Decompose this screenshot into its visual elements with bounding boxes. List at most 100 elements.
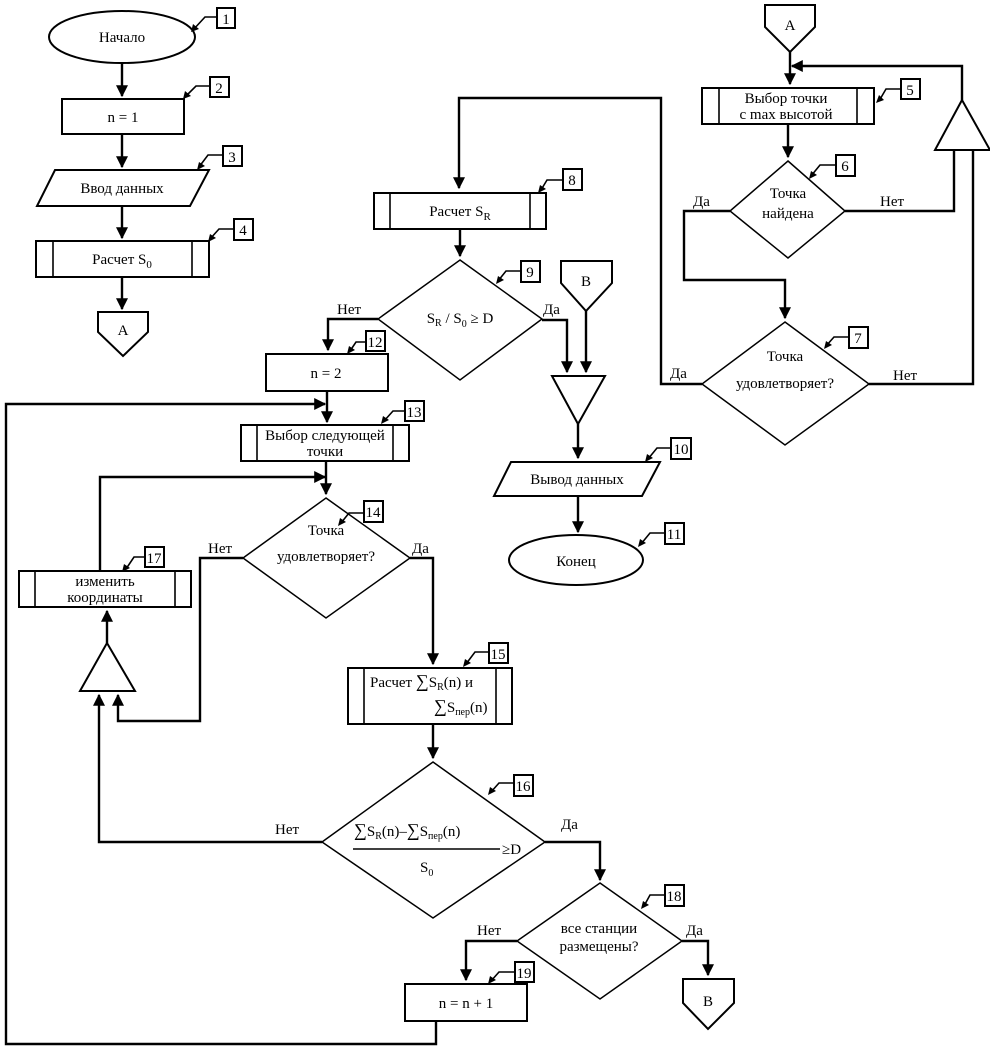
connector-7-yes <box>453 96 702 386</box>
block-12-process: n = 2 <box>265 353 389 392</box>
svg-text:12: 12 <box>368 335 383 351</box>
block-17-line-2: координаты <box>67 590 142 606</box>
block-18-line-1: все станции <box>561 921 637 937</box>
block-7-yes-label: Дa <box>670 366 687 382</box>
block-7-line-1: Точка <box>767 349 804 365</box>
block-number-3: 3 <box>197 145 243 170</box>
connector-18-yes <box>682 939 714 977</box>
block-15-predefined: Расчет ∑SR(n) и ∑Sпер(n) <box>347 667 513 725</box>
svg-text:5: 5 <box>906 83 914 99</box>
block-number-11: 11 <box>638 522 685 547</box>
svg-text:16: 16 <box>516 779 532 795</box>
block-18-line-2: размещены? <box>560 939 639 955</box>
block-number-18: 18 <box>641 884 685 909</box>
block-4-text: Расчет S0 <box>92 252 152 271</box>
block-number-6: 6 <box>809 154 856 179</box>
connector-6-yes <box>682 209 791 320</box>
block-12-text: n = 2 <box>311 366 342 382</box>
svg-text:A: A <box>118 323 129 339</box>
block-number-1: 1 <box>191 7 236 32</box>
block-14-decision: Точка удовлетворяет? <box>241 497 412 619</box>
block-number-5: 5 <box>876 78 921 103</box>
connector-7-no <box>869 150 975 386</box>
svg-text:B: B <box>581 274 591 290</box>
block-number-7: 7 <box>824 326 869 349</box>
loop-back-to-5 <box>790 60 964 100</box>
block-16-denominator: S0 <box>420 860 433 879</box>
connector-9-no <box>322 317 378 352</box>
block-9-no-label: Нет <box>337 302 361 318</box>
block-16-numerator: ∑SR(n)–∑Sпер(n) <box>354 820 460 842</box>
block-17-line-1: изменить <box>75 574 135 590</box>
block-5-line-2: с max высотой <box>740 107 833 123</box>
connector-6-no <box>845 150 956 213</box>
block-6-decision: Точка найдена <box>728 160 847 259</box>
block-16-yes-label: Дa <box>561 817 578 833</box>
block-number-9: 9 <box>496 260 541 284</box>
block-8-predefined: Расчет SR <box>373 192 547 230</box>
svg-text:A: A <box>785 18 796 34</box>
block-6-no-label: Нет <box>880 194 904 210</box>
block-number-10: 10 <box>645 437 692 462</box>
svg-text:1: 1 <box>222 12 230 28</box>
block-15-line-2: ∑Sпер(n) <box>434 696 487 718</box>
block-3-text: Ввод данных <box>80 181 164 197</box>
connector-B-out: B <box>682 978 735 1031</box>
block-5-line-1: Выбор точки <box>745 91 828 107</box>
svg-text:19: 19 <box>517 966 532 982</box>
block-18-yes-label: Да <box>686 923 703 939</box>
block-number-19: 19 <box>488 961 535 984</box>
merge-triangle-right <box>933 97 990 151</box>
connector-A-out: A <box>97 311 149 358</box>
connector-18-no <box>460 939 517 982</box>
block-number-13: 13 <box>381 400 425 424</box>
svg-text:17: 17 <box>147 551 163 567</box>
block-number-16: 16 <box>488 774 534 797</box>
connector-14-no <box>112 556 243 723</box>
block-18-no-label: Нет <box>477 923 501 939</box>
connector-16-no <box>93 693 322 844</box>
block-number-17: 17 <box>122 546 165 572</box>
block-18-decision: все станции размещены? <box>515 882 684 1000</box>
block-13-predefined: Выбор следующей точки <box>240 424 410 462</box>
svg-text:11: 11 <box>667 527 681 543</box>
loop-back-19-to-13 <box>4 398 438 1046</box>
svg-text:14: 14 <box>366 505 382 521</box>
block-11-text: Конец <box>556 554 595 570</box>
block-1-text: Начало <box>99 30 145 46</box>
block-14-line-2: удовлетворяет? <box>277 549 375 565</box>
block-15-line-1: Расчет ∑SR(n) и <box>370 671 473 693</box>
svg-text:9: 9 <box>526 265 534 281</box>
svg-text:3: 3 <box>228 150 236 166</box>
connector-9-yes <box>542 318 573 374</box>
svg-text:7: 7 <box>854 331 862 347</box>
block-4-predefined: Расчет S0 <box>35 240 210 278</box>
block-2-process: n = 1 <box>61 98 185 135</box>
block-number-8: 8 <box>538 168 583 193</box>
block-7-decision: Точка удовлетворяет? <box>700 321 871 446</box>
block-13-line-2: точки <box>307 444 343 460</box>
block-number-2: 2 <box>183 76 230 99</box>
svg-text:2: 2 <box>215 81 223 97</box>
svg-text:8: 8 <box>568 173 576 189</box>
block-13-line-1: Выбор следующей <box>265 428 385 444</box>
block-9-formula: SR / S0 ≥ D <box>427 311 494 330</box>
block-1-start: Начало <box>48 10 196 64</box>
block-11-end: Конец <box>508 534 644 586</box>
block-2-text: n = 1 <box>108 110 139 126</box>
block-6-line-2: найдена <box>762 206 814 222</box>
block-16-decision: ∑SR(n)–∑Sпер(n) ≥D S0 <box>320 761 547 919</box>
block-14-yes-label: Да <box>412 541 429 557</box>
block-8-text: Расчет SR <box>429 204 491 223</box>
connector-14-yes <box>410 556 439 666</box>
block-14-no-label: Нет <box>208 541 232 557</box>
block-17-predefined: изменить координаты <box>18 570 192 608</box>
block-7-line-2: удовлетворяет? <box>736 376 834 392</box>
svg-text:10: 10 <box>674 442 689 458</box>
block-19-text: n = n + 1 <box>439 996 493 1012</box>
block-number-12: 12 <box>347 330 386 354</box>
block-9-decision: SR / S0 ≥ D <box>376 259 544 381</box>
block-6-yes-label: Да <box>693 194 710 210</box>
connector-16-yes <box>545 840 606 882</box>
block-14-line-1: Точка <box>308 523 345 539</box>
